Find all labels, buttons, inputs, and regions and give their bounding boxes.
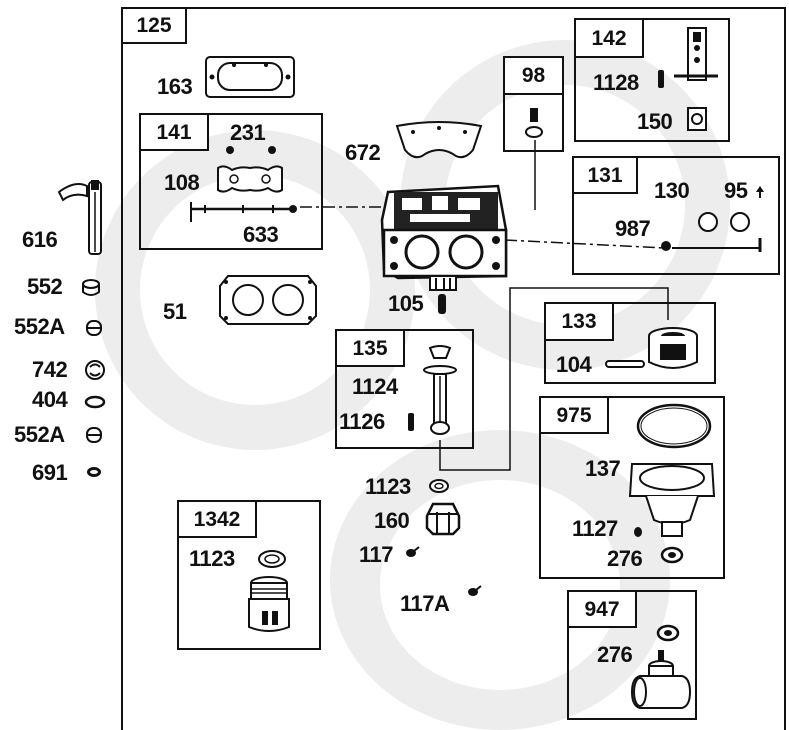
jet-98-icon <box>525 108 543 138</box>
screw-1128-icon <box>658 70 664 88</box>
watermark-shape <box>380 480 620 690</box>
kit-box-131 <box>572 156 780 275</box>
part-label-160: 160 <box>374 508 410 533</box>
washer-276-a-icon <box>660 546 684 564</box>
part-label-691: 691 <box>32 460 68 485</box>
part-label-1123-b: 1123 <box>189 546 235 571</box>
kit-number-135: 135 <box>335 329 405 367</box>
rod-987-icon <box>661 238 762 252</box>
washer-1123-b-icon <box>258 550 286 568</box>
solenoid-947-icon <box>630 650 692 709</box>
part-label-276-a: 276 <box>607 546 643 571</box>
plug-130-icon <box>698 212 750 232</box>
part-label-1123-a: 1123 <box>365 474 411 499</box>
part-label-137: 137 <box>585 456 621 481</box>
o-ring-404-icon <box>84 395 106 409</box>
assembly-frame-125 <box>121 7 786 730</box>
assembly-number-125: 125 <box>121 7 187 44</box>
screw-1126-icon <box>408 413 414 431</box>
part-label-1128: 1128 <box>593 70 639 95</box>
part-label-163: 163 <box>157 74 193 99</box>
part-label-231: 231 <box>230 120 266 145</box>
choke-plate-icon <box>674 27 718 81</box>
kit-box-141 <box>139 113 323 250</box>
part-label-51: 51 <box>163 299 187 324</box>
part-label-108: 108 <box>164 170 200 195</box>
part-label-150: 150 <box>637 109 673 134</box>
gasket-163-icon <box>205 56 295 98</box>
gasket-672-icon <box>395 121 483 159</box>
o-ring-975-icon <box>636 403 712 449</box>
leader-line-987 <box>504 239 666 249</box>
part-label-117: 117 <box>359 542 394 567</box>
gasket-51-icon <box>219 275 317 325</box>
kit-number-131: 131 <box>572 156 638 194</box>
kit-number-133: 133 <box>544 302 614 341</box>
part-691-icon <box>87 467 101 477</box>
fuel-bowl-137-icon <box>628 463 716 537</box>
screw-117a-icon <box>468 585 482 596</box>
throttle-shaft-icon <box>190 202 297 222</box>
solenoid-1342-icon <box>248 576 290 632</box>
lever-616-icon <box>57 180 102 255</box>
part-label-987: 987 <box>615 216 651 241</box>
part-label-104: 104 <box>556 352 592 377</box>
part-label-742: 742 <box>32 357 68 382</box>
screw-231-icon <box>226 146 276 154</box>
part-label-95: 95 <box>724 178 748 203</box>
part-label-404: 404 <box>32 387 68 412</box>
part-label-672: 672 <box>345 140 381 165</box>
part-label-117a: 117A <box>400 591 450 616</box>
part-label-633: 633 <box>243 222 279 247</box>
kit-number-975: 975 <box>539 396 609 434</box>
part-label-1124: 1124 <box>352 374 398 399</box>
gasket-108-icon <box>217 165 283 193</box>
washer-1123-a-icon <box>429 479 449 493</box>
part-label-1127: 1127 <box>572 516 618 541</box>
nozzle-1124-icon <box>423 345 457 435</box>
part-label-552a-1: 552A <box>14 314 65 339</box>
part-label-130: 130 <box>654 178 690 203</box>
kit-number-142: 142 <box>574 18 644 58</box>
part-label-105: 105 <box>388 291 424 316</box>
float-133-icon <box>648 327 698 369</box>
kit-box-133 <box>544 302 716 384</box>
part-label-276-b: 276 <box>597 642 633 667</box>
screw-105-icon <box>438 294 446 314</box>
seal-552a-1-icon <box>86 320 102 336</box>
washer-742-icon <box>85 360 105 380</box>
part-label-552: 552 <box>27 274 63 299</box>
part-label-1126: 1126 <box>339 409 385 434</box>
seal-552a-2-icon <box>86 427 102 443</box>
kit-number-1342: 1342 <box>177 500 257 538</box>
kit-box-975 <box>539 396 725 579</box>
screw-1127-icon <box>634 527 642 537</box>
washer-276-b-icon <box>656 624 680 642</box>
nut-160-icon <box>425 502 461 536</box>
part-label-552a-2: 552A <box>14 422 65 447</box>
pin-95-icon <box>756 186 764 198</box>
kit-number-98: 98 <box>503 56 564 95</box>
screw-117-icon <box>406 546 420 557</box>
part-label-616: 616 <box>22 227 58 252</box>
carburetor-body-icon <box>380 184 508 291</box>
part-150-icon <box>687 107 707 131</box>
seal-552-icon <box>82 279 100 296</box>
leader-line-133 <box>439 287 669 471</box>
kit-box-142 <box>574 18 730 142</box>
kit-number-141: 141 <box>139 113 209 151</box>
kit-number-947: 947 <box>567 590 637 628</box>
pin-104-icon <box>605 360 645 368</box>
